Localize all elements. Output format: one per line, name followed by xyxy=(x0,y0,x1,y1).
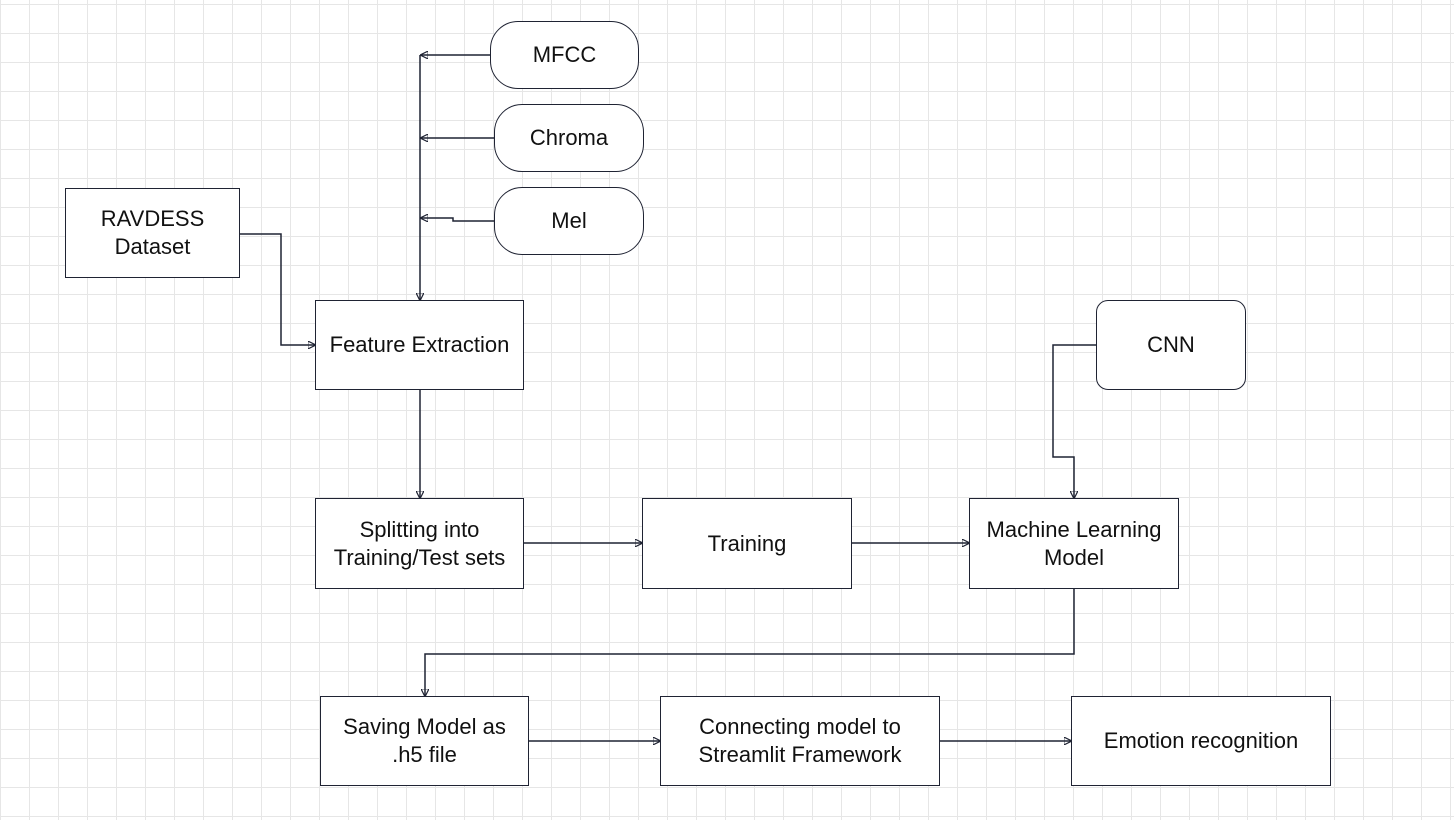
node-ravdess-dataset[interactable]: RAVDESS Dataset xyxy=(65,188,240,278)
node-connecting-model[interactable]: Connecting model to Streamlit Framework xyxy=(660,696,940,786)
edge-ravdess-to-feature-extraction xyxy=(240,233,315,345)
node-mfcc[interactable]: MFCC xyxy=(490,21,639,89)
node-training[interactable]: Training xyxy=(642,498,852,589)
node-chroma[interactable]: Chroma xyxy=(494,104,644,172)
node-emotion-recognition[interactable]: Emotion recognition xyxy=(1071,696,1331,786)
edge-ml-model-to-saving-model xyxy=(425,589,1075,696)
node-splitting[interactable]: Splitting into Training/Test sets xyxy=(315,498,524,589)
edge-mel-to-trunk xyxy=(421,218,494,221)
node-cnn[interactable]: CNN xyxy=(1096,300,1246,390)
edge-cnn-to-ml-model xyxy=(1052,344,1096,498)
node-saving-model[interactable]: Saving Model as .h5 file xyxy=(320,696,529,786)
node-feature-extraction[interactable]: Feature Extraction xyxy=(315,300,524,390)
node-mel[interactable]: Mel xyxy=(494,187,644,255)
node-machine-learning-model[interactable]: Machine Learning Model xyxy=(969,498,1179,589)
